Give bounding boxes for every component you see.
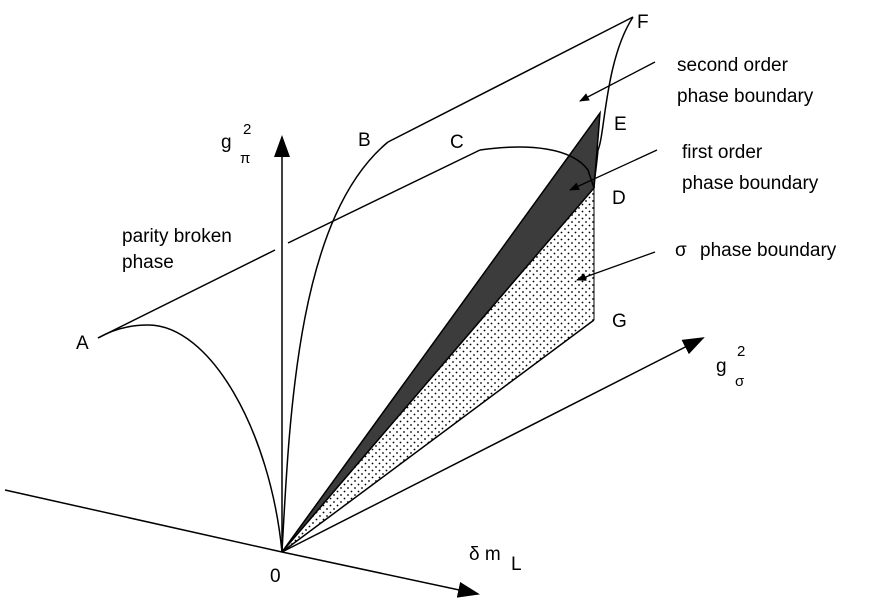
- axis-label-g-sigma-sup: 2: [737, 343, 745, 360]
- point-label-g: G: [612, 311, 627, 332]
- axis-label-g-pi-sup: 2: [243, 121, 251, 138]
- parity-broken-phase-label-line2: phase: [122, 252, 174, 273]
- line-b-f: [387, 16, 634, 143]
- g-sigma-axis: [281, 337, 705, 553]
- axis-label-g-sigma-main: g: [716, 356, 727, 377]
- parity-broken-phase-label-line1: parity broken: [122, 226, 232, 247]
- sigma-label-symbol: σ: [675, 240, 687, 261]
- arrow-sigma: [576, 251, 656, 281]
- delta-m-axis: [281, 551, 480, 598]
- point-label-c: C: [450, 132, 464, 153]
- axis-label-g-pi-sub: π: [240, 150, 250, 167]
- point-label-f: F: [637, 12, 649, 33]
- curve-o-a: [97, 324, 283, 553]
- axis-label-g-pi-main: g: [221, 132, 232, 153]
- axis-label-g-pi: g π 2: [221, 121, 251, 167]
- line-a-c-segment2: [287, 149, 481, 244]
- point-label-e: E: [614, 114, 627, 135]
- curve-f-d: [593, 16, 634, 189]
- axis-label-g-sigma: g σ 2: [716, 343, 745, 390]
- arrow-second-order: [579, 61, 656, 102]
- point-label-b: B: [358, 130, 371, 151]
- back-axis: [4, 489, 283, 553]
- curve-c-d: [479, 146, 595, 189]
- sigma-label-text: phase boundary: [700, 240, 837, 261]
- point-label-origin: 0: [270, 566, 281, 587]
- point-label-d: D: [612, 188, 626, 209]
- first-order-label-line2: phase boundary: [682, 173, 819, 194]
- axis-label-delta-m: δ m L: [469, 544, 522, 575]
- axis-label-delta-m-sub: L: [511, 554, 522, 575]
- first-order-phase-boundary-sheet: [281, 110, 601, 553]
- second-order-label-line2: phase boundary: [677, 86, 814, 107]
- point-label-a: A: [76, 333, 89, 354]
- first-order-label-line1: first order: [682, 142, 763, 163]
- axis-label-g-sigma-sub: σ: [735, 373, 745, 390]
- line-o-g: [281, 319, 595, 553]
- axis-label-delta-m-main: δ m: [469, 544, 501, 565]
- arrow-first-order: [569, 149, 658, 191]
- second-order-label-line1: second order: [677, 55, 789, 76]
- curve-o-b: [281, 141, 389, 553]
- line-a-c-segment1: [97, 249, 276, 339]
